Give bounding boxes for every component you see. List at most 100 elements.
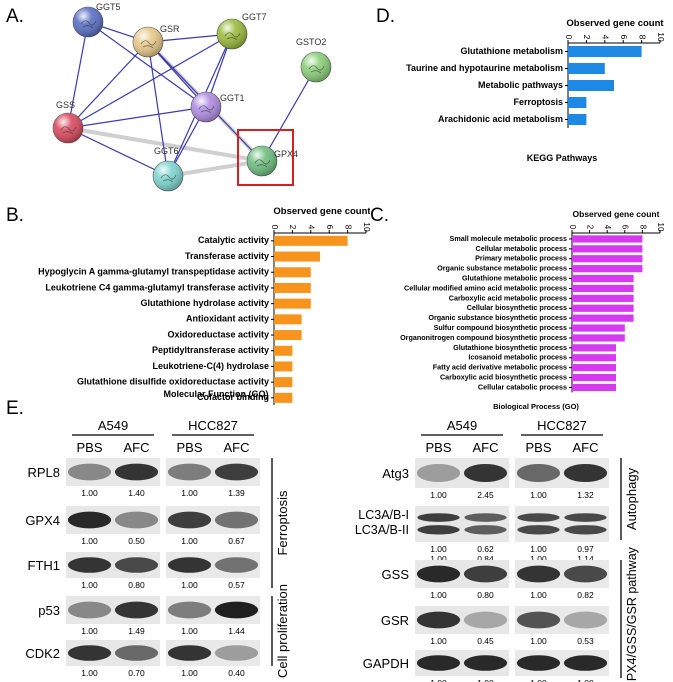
protein-band xyxy=(563,565,608,583)
protein-label: GSS xyxy=(382,567,410,582)
protein-band xyxy=(214,601,259,619)
bar-sulfur-compound-biosynthetic-process xyxy=(572,324,625,332)
protein-band xyxy=(114,463,159,481)
category-label: Leukotriene C4 gamma-glutamyl transferas… xyxy=(45,282,269,292)
chart-title: Observed gene count xyxy=(573,209,660,219)
protein-band xyxy=(416,611,461,629)
bar-oxidoreductase-activity xyxy=(274,330,302,341)
bar-carboxylic-acid-metabolic-process xyxy=(572,294,634,302)
protein-band xyxy=(67,511,112,529)
panel-label-b: B. xyxy=(6,205,24,226)
band-density-value: 1.39 xyxy=(228,488,245,498)
category-label: Catalytic activity xyxy=(198,235,269,245)
bar-primary-metabolic-process xyxy=(572,255,643,263)
band-density-value: 0.50 xyxy=(128,536,145,546)
protein-label: p53 xyxy=(38,603,60,618)
band-density-value: 1.00 xyxy=(577,678,594,682)
network-node-gsr: GSR xyxy=(132,24,180,58)
category-label: Sulfur compound biosynthetic process xyxy=(434,323,567,332)
category-label: Cellular catabolic process xyxy=(478,382,567,391)
network-edge-gsr-gss xyxy=(67,41,149,129)
band-density-value: 1.00 xyxy=(81,580,98,590)
x-tick-label: 2 xyxy=(582,35,592,40)
condition-label-pbs: PBS xyxy=(176,440,202,455)
protein-band xyxy=(563,611,608,629)
bar-glutathione-biosynthetic-process xyxy=(572,344,616,352)
protein-band xyxy=(463,565,508,583)
band-density-value: 0.53 xyxy=(577,636,594,646)
band-density-value: 1.00 xyxy=(181,536,198,546)
network-node-ggt1: GGT1 xyxy=(190,91,245,123)
protein-band xyxy=(463,655,508,671)
network-edge-gsr-ggt6 xyxy=(147,41,169,177)
network-node-gpx4: GPX4 xyxy=(246,145,298,177)
bar-ferroptosis xyxy=(568,97,587,108)
band-density-value: 1.00 xyxy=(530,590,547,600)
condition-label-afc: AFC xyxy=(124,440,150,455)
protein-label: LC3A/B-II xyxy=(355,523,409,537)
network-node-ggt6: GGT6 xyxy=(152,146,184,192)
protein-band xyxy=(214,645,259,661)
band-density-value: 1.00 xyxy=(81,488,98,498)
band-density-value: 1.00 xyxy=(181,488,198,498)
panel-label-e: E. xyxy=(6,398,24,419)
category-label: Oxidoreductase activity xyxy=(167,329,269,339)
bar-carboxylic-acid-biosynthetic-process xyxy=(572,373,616,382)
protein-band xyxy=(516,565,561,583)
network-edge-gss-gpx4 xyxy=(67,126,263,163)
bracket-label-ferroptosis: Ferroptosis xyxy=(275,490,290,556)
bar-peptidyltransferase-activity xyxy=(274,345,293,356)
network-node-label: GSR xyxy=(160,24,180,34)
protein-band xyxy=(416,565,461,583)
chart-title: Observed gene count xyxy=(566,18,664,29)
bar-cellular-biosynthetic-process xyxy=(572,304,634,312)
network-edge-gsto2-gpx4 xyxy=(261,66,317,162)
network-node-label: GGT5 xyxy=(96,2,121,12)
category-label: Carboxylic acid metabolic process xyxy=(449,293,567,302)
network-edge-gss-ggt6 xyxy=(67,127,169,177)
band-density-value: 1.00 xyxy=(181,668,198,678)
bracket-label-cell-proliferation: Cell proliferation xyxy=(275,584,290,678)
band-density-value: 1.00 xyxy=(477,678,494,682)
band-density-value: 1.00 xyxy=(430,678,447,682)
bar-icosanoid-metabolic-process xyxy=(572,354,616,362)
gel-background xyxy=(415,506,509,542)
bar-catalytic-activity xyxy=(274,235,348,246)
x-tick-label: 6 xyxy=(619,35,629,40)
category-label: Antioxidant activity xyxy=(186,314,269,324)
x-tick-label: 0 xyxy=(564,35,574,40)
x-tick-label: 6 xyxy=(325,225,335,230)
band-density-value: 1.00 xyxy=(430,490,447,500)
network-node-label: GSTO2 xyxy=(296,37,326,47)
band-density-value: 1.00 xyxy=(81,668,98,678)
network-node-gsto2: GSTO2 xyxy=(296,37,332,83)
axis-label: KEGG Pathways xyxy=(527,153,598,163)
protein-band xyxy=(417,525,460,535)
protein-band xyxy=(167,511,212,529)
band-density-value: 0.62 xyxy=(477,544,494,554)
protein-label: FTH1 xyxy=(28,558,61,573)
protein-band xyxy=(67,557,112,573)
category-label: Glutathione metabolic process xyxy=(462,273,567,282)
panel-label-c: C. xyxy=(370,205,389,226)
condition-label-afc: AFC xyxy=(573,440,599,455)
group-label-hcc827: HCC827 xyxy=(537,418,587,433)
condition-label-pbs: PBS xyxy=(525,440,551,455)
bar-glutathione-metabolic-process xyxy=(572,274,634,283)
x-tick-label: 8 xyxy=(343,225,353,230)
x-tick-label: 10 xyxy=(362,222,370,232)
protein-band xyxy=(416,464,461,482)
bar-antioxidant-activity xyxy=(274,314,302,325)
network-node-label: GSS xyxy=(56,100,75,110)
gpx4-highlight-box xyxy=(237,129,294,186)
band-density-value: 0.80 xyxy=(128,580,145,590)
group-label-a549: A549 xyxy=(98,418,128,433)
network-edge-ggt7-gss xyxy=(67,33,233,129)
network-node-label: GGT6 xyxy=(154,146,179,156)
protein-band xyxy=(517,513,560,522)
protein-band xyxy=(67,645,112,661)
band-density-value: 1.40 xyxy=(128,488,145,498)
protein-label: GSR xyxy=(381,613,409,628)
